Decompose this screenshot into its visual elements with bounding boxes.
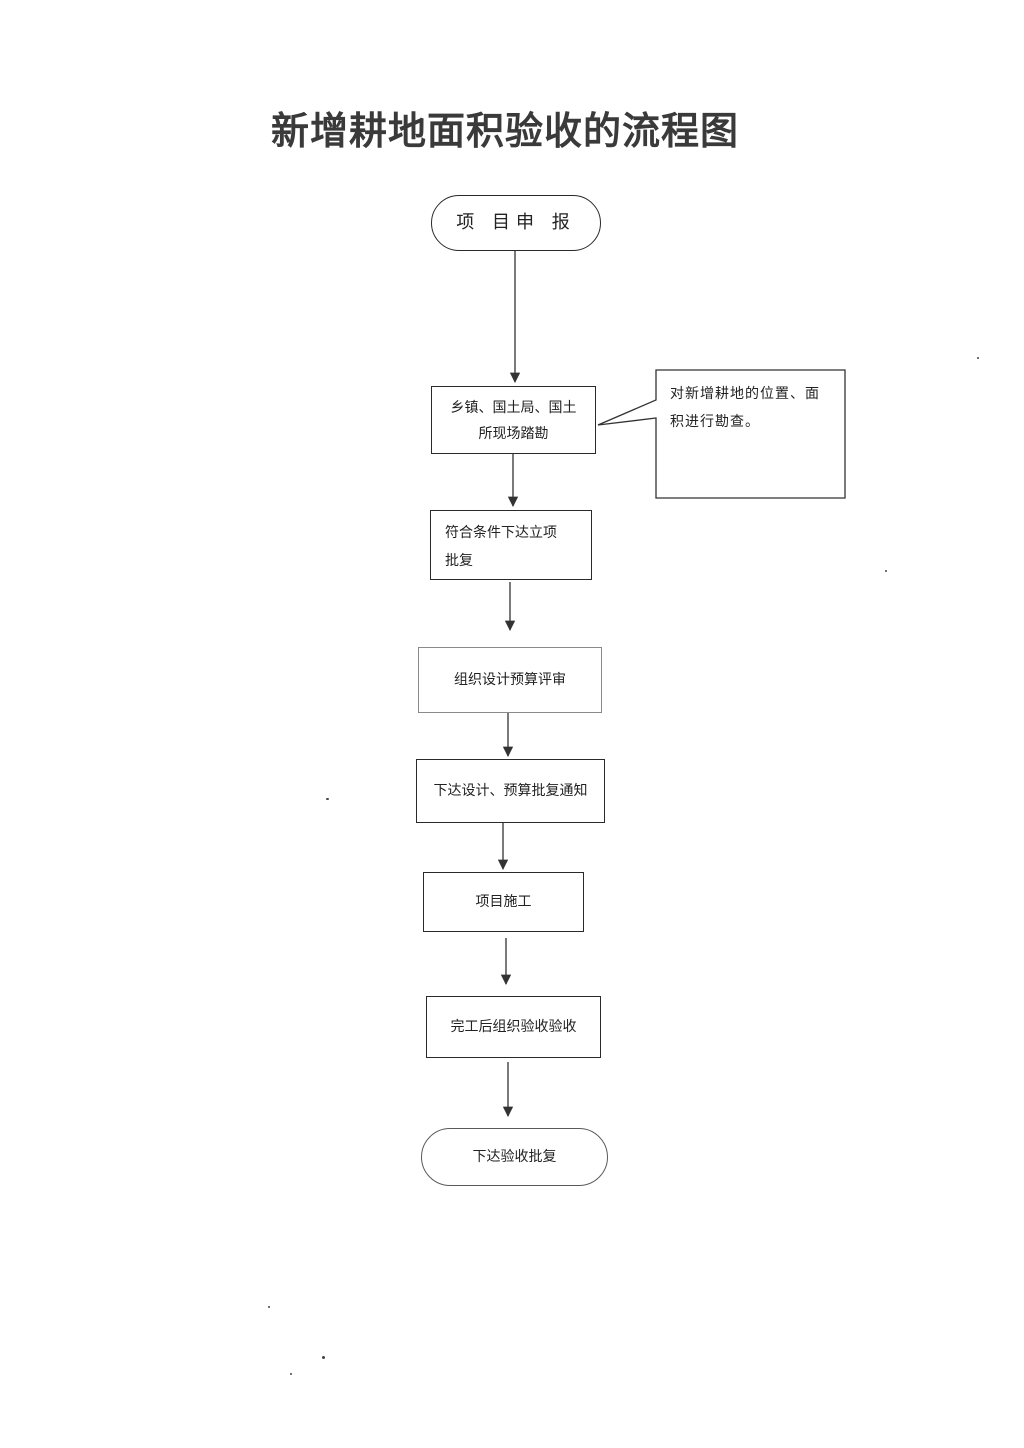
note-callout-box <box>597 369 846 499</box>
start-node-label: 项 目申 报 <box>456 212 576 233</box>
page-title: 新增耕地面积验收的流程图 <box>270 108 739 153</box>
notice-label: 下达设计、预算批复通知 <box>433 783 588 799</box>
start-node: 项 目申 报 <box>431 195 601 251</box>
acceptance-node: 完工后组织验收验收 <box>426 996 601 1058</box>
scan-speck <box>290 1373 292 1375</box>
callout-note-line1: 对新增耕地的位置、面 <box>670 386 820 402</box>
approve-node-line2: 批复 <box>445 553 473 569</box>
budget-review-label: 组织设计预算评审 <box>454 672 566 688</box>
acceptance-label: 完工后组织验收验收 <box>450 1019 577 1035</box>
end-node: 下达验收批复 <box>421 1128 608 1186</box>
construction-node: 项目施工 <box>423 872 584 932</box>
scan-speck <box>322 1356 325 1359</box>
scan-speck <box>977 357 979 359</box>
notice-node: 下达设计、预算批复通知 <box>416 759 605 823</box>
scan-speck <box>326 798 329 800</box>
construction-label: 项目施工 <box>475 894 532 910</box>
callout-note-line2: 积进行勘查。 <box>670 414 760 430</box>
survey-node-line1: 乡镇、国土局、国土 <box>450 400 577 416</box>
scan-speck <box>268 1306 270 1308</box>
end-node-label: 下达验收批复 <box>472 1149 557 1165</box>
scan-speck <box>885 570 887 572</box>
callout-note: 对新增耕地的位置、面 积进行勘查。 <box>670 380 835 436</box>
survey-node: 乡镇、国土局、国土 所现场踏勘 <box>431 386 596 454</box>
budget-review-node: 组织设计预算评审 <box>418 647 602 713</box>
approve-node: 符合条件下达立项 批复 <box>430 510 592 580</box>
approve-node-line1: 符合条件下达立项 <box>445 525 557 541</box>
survey-node-line2: 所现场踏勘 <box>478 426 549 442</box>
